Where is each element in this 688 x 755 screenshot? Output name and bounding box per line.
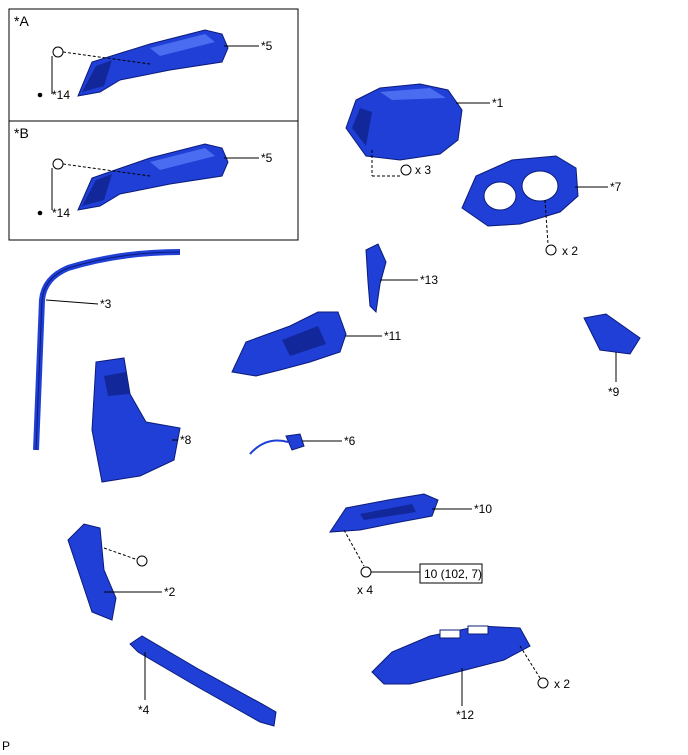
inset-b-tag: *B [14, 125, 29, 141]
inset-b-clip-callout: *14 [52, 206, 70, 220]
part-2: *2 [67, 523, 176, 621]
quantity-bolts-part10: x 4 [357, 583, 373, 597]
part-8: *8 [91, 357, 192, 483]
inset-b: *B *14 *5 [8, 120, 299, 241]
part-4: *4 [129, 635, 277, 727]
clip-part [52, 46, 64, 58]
inset-a: *A *14 *5 [8, 8, 299, 122]
quantity-screws-meter: x 3 [415, 163, 431, 177]
part-10: 10 (102, 7) x 4 *10 [329, 493, 492, 597]
part-1-meter: x 3 *1 [345, 83, 504, 177]
callout-12: *12 [456, 708, 474, 722]
part-9: *9 [583, 313, 641, 399]
part-13: *13 [365, 243, 438, 314]
callout-13: *13 [420, 273, 438, 287]
inset-b-frame [8, 120, 299, 241]
callout-3: *3 [100, 297, 112, 311]
quantity-screws-part12: x 2 [554, 677, 570, 691]
callout-4: *4 [138, 703, 150, 717]
callout-8: *8 [180, 433, 192, 447]
inset-a-part-callout: *5 [261, 39, 273, 53]
callout-1: *1 [492, 96, 504, 110]
quantity-clips-hood: x 2 [562, 244, 578, 258]
callout-11: *11 [384, 329, 401, 343]
part-3-weatherstrip: *3 [33, 249, 181, 451]
callout-10: *10 [474, 502, 492, 516]
callout-9: *9 [608, 385, 620, 399]
inset-a-clip-callout: *14 [52, 88, 70, 102]
part-12: x 2 *12 [371, 625, 570, 722]
inset-a-tag: *A [14, 13, 29, 29]
callout-2: *2 [164, 585, 176, 599]
corner-mark: P [2, 739, 10, 753]
torque-spec: 10 (102, 7) [424, 567, 482, 581]
clip-part [52, 158, 64, 170]
part-6: *6 [249, 433, 356, 455]
part-11: *11 [231, 311, 401, 377]
callout-6: *6 [344, 434, 356, 448]
torque-box [419, 563, 483, 584]
inset-b-part-callout: *5 [261, 151, 273, 165]
part-7-meter-hood: x 2 *7 [461, 155, 622, 258]
callout-7: *7 [610, 180, 622, 194]
